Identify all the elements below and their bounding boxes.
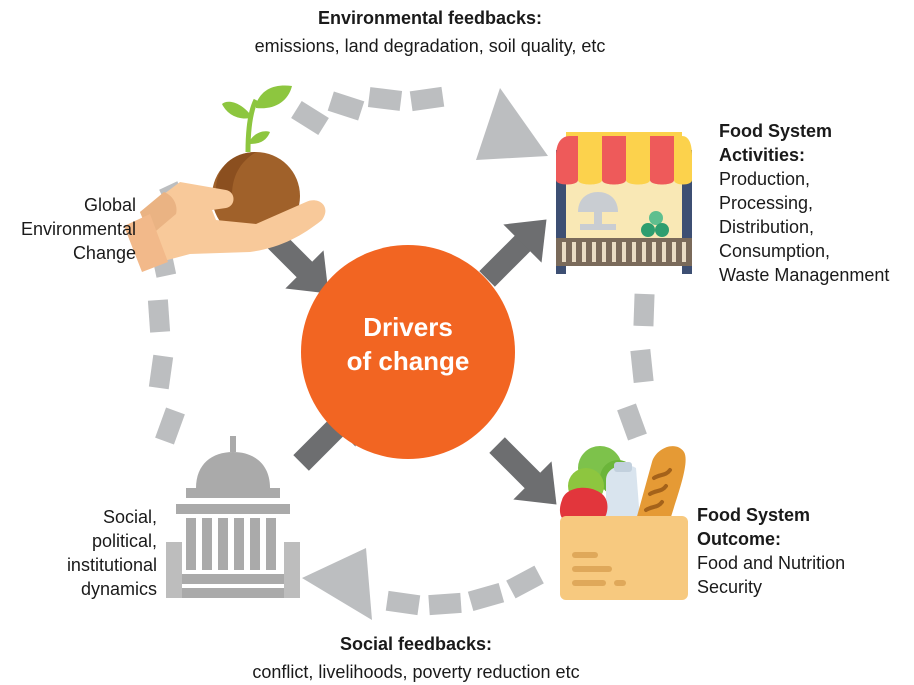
cycle-dash	[291, 101, 329, 135]
top-feedback-arrowhead	[476, 88, 548, 160]
cycle-dash	[147, 299, 171, 333]
activities-item: Consumption,	[719, 241, 831, 261]
activities-item: Waste Managenment	[719, 265, 890, 285]
cycle-dash	[327, 91, 365, 121]
government-building-icon	[166, 436, 300, 598]
activities-title-line: Activities:	[719, 145, 806, 165]
social-feedbacks: Social feedbacks: conflict, livelihoods,…	[166, 632, 666, 684]
social-dynamics-line: Social,	[102, 507, 157, 527]
drivers-circle	[301, 245, 515, 459]
environmental-feedbacks: Environmental feedbacks: emissions, land…	[180, 6, 680, 58]
plant-in-hand-icon	[124, 85, 326, 272]
social-dynamics-line: political,	[91, 531, 157, 551]
food-system-activities: Food System Activities: Production, Proc…	[719, 119, 914, 287]
cycle-dash	[155, 407, 185, 445]
cycle-dash	[428, 592, 462, 616]
cycle-dash	[409, 86, 445, 112]
global-environmental-change-label: Global Environmental Change	[0, 193, 136, 265]
cycle-dash	[630, 349, 654, 383]
activities-title-line: Food System	[719, 121, 833, 141]
feedback-cycle	[147, 86, 655, 620]
cycle-dash	[617, 403, 647, 441]
environmental-feedbacks-title: Environmental feedbacks:	[317, 8, 543, 28]
drivers-label-line2: of change	[346, 346, 470, 376]
activities-item: Distribution,	[719, 217, 815, 237]
environmental-feedbacks-subtitle: emissions, land degradation, soil qualit…	[254, 36, 606, 56]
outcome-title-line: Outcome:	[697, 529, 782, 549]
market-stall-icon	[556, 132, 692, 274]
cycle-dash	[506, 565, 544, 599]
cycle-dash	[148, 354, 174, 390]
outcome-item: Food and Nutrition	[697, 553, 846, 573]
cycle-dash	[633, 293, 655, 327]
cycle-dash	[385, 590, 421, 616]
bottom-feedback-arrowhead	[302, 548, 372, 620]
drivers-label: Drivers of change	[318, 310, 498, 378]
social-feedbacks-title: Social feedbacks:	[339, 634, 493, 654]
arrow-drivers-to-activities	[479, 219, 547, 287]
cycle-dash	[467, 582, 505, 612]
cycle-dash	[367, 87, 403, 111]
global-env-line: Change	[72, 243, 136, 263]
activities-item: Production,	[719, 169, 811, 189]
activities-item: Processing,	[719, 193, 814, 213]
social-dynamics-label: Social, political, institutional dynamic…	[0, 505, 157, 601]
food-system-outcome: Food System Outcome: Food and Nutrition …	[697, 503, 907, 599]
outcome-item: Security	[697, 577, 763, 597]
outcome-title-line: Food System	[697, 505, 811, 525]
social-feedbacks-subtitle: conflict, livelihoods, poverty reduction…	[252, 662, 580, 682]
drivers-label-line1: Drivers	[363, 312, 453, 342]
global-env-line: Environmental	[20, 219, 136, 239]
grocery-bag-icon	[559, 446, 688, 600]
arrow-drivers-to-outcome	[489, 437, 557, 505]
social-dynamics-line: dynamics	[80, 579, 157, 599]
global-env-line: Global	[83, 195, 136, 215]
social-dynamics-line: institutional	[66, 555, 157, 575]
